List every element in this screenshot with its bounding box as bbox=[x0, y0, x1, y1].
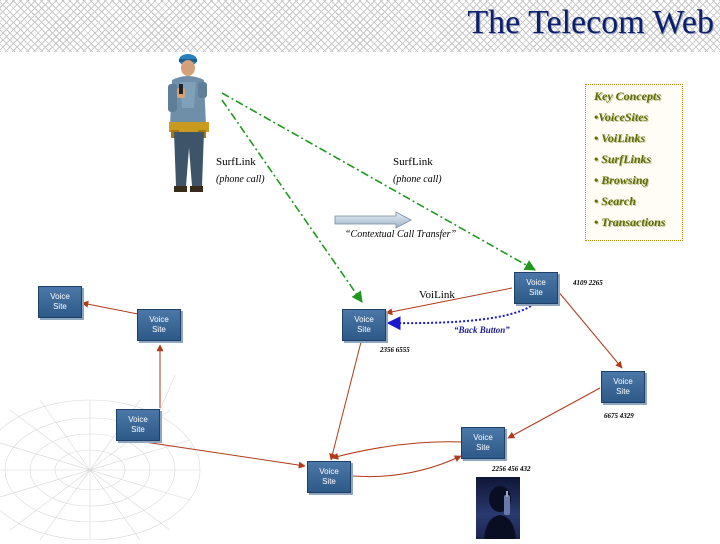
header-pattern-band bbox=[0, 0, 720, 52]
back-button-label: “Back Button” bbox=[454, 325, 510, 335]
link-arrow-d-to-e bbox=[137, 440, 306, 469]
phone-user-photo bbox=[476, 477, 520, 539]
voice-site-label: Voice bbox=[354, 315, 374, 324]
voice-site-label: Site bbox=[529, 288, 543, 297]
globe-grid-decoration bbox=[0, 374, 201, 540]
voice-site-node[interactable]: Voice Site bbox=[116, 409, 160, 441]
voice-site-node[interactable]: Voice Site bbox=[601, 371, 645, 403]
voilink-label: VoiLink bbox=[419, 289, 455, 301]
key-concept-item: • VoiLinks bbox=[594, 131, 646, 145]
key-concepts-heading: Key Concepts bbox=[594, 89, 661, 103]
surflink-arrow-right bbox=[221, 92, 536, 271]
contextual-transfer-arrow bbox=[334, 211, 412, 229]
voice-site-label: Voice bbox=[50, 292, 70, 301]
field-worker-icon bbox=[168, 54, 209, 192]
key-concept-item: • Browsing bbox=[594, 173, 649, 187]
page-title: The Telecom Web bbox=[467, 4, 714, 41]
voice-site-label: Voice bbox=[613, 377, 633, 386]
voice-site-node[interactable]: Voice Site bbox=[342, 309, 386, 341]
key-concept-item: •VoiceSites bbox=[594, 110, 649, 124]
phone-number-label: 2356 6555 bbox=[380, 346, 410, 354]
voice-site-label: Voice bbox=[473, 433, 493, 442]
voice-site-node[interactable]: Voice Site bbox=[38, 286, 82, 318]
key-concepts-box: Key Concepts •VoiceSites • VoiLinks • Su… bbox=[585, 84, 683, 241]
voice-site-node[interactable]: Voice Site bbox=[514, 272, 558, 304]
phone-number-label: 6675 4329 bbox=[604, 412, 634, 420]
link-arrow-c-to-e bbox=[329, 341, 362, 461]
voice-site-label: Site bbox=[357, 325, 371, 334]
link-arrow-g-to-h bbox=[507, 387, 601, 439]
voice-site-node[interactable]: Voice Site bbox=[461, 427, 505, 459]
key-concept-item: • Transactions bbox=[594, 215, 666, 229]
voice-site-label: Site bbox=[53, 302, 67, 311]
back-button-arrow bbox=[386, 300, 538, 331]
voice-site-label: Site bbox=[476, 443, 490, 452]
voilink-arrow bbox=[385, 287, 513, 316]
link-arrow-f-to-a bbox=[81, 300, 139, 315]
link-arrow-h-to-e bbox=[331, 441, 462, 460]
surflink-right-label: SurfLink bbox=[393, 156, 433, 168]
voice-site-label: Site bbox=[131, 425, 145, 434]
contextual-transfer-label: “Contextual Call Transfer” bbox=[345, 229, 457, 240]
voice-site-label: Voice bbox=[526, 278, 546, 287]
surflink-arrow-left bbox=[221, 99, 363, 303]
surflink-left-label: SurfLink bbox=[216, 156, 256, 168]
voice-site-node[interactable]: Voice Site bbox=[307, 461, 351, 493]
phone-number-label: 2256 456 432 bbox=[492, 465, 531, 473]
voice-site-label: Voice bbox=[128, 415, 148, 424]
surflink-left-sublabel: (phone call) bbox=[216, 174, 265, 185]
voice-site-label: Site bbox=[616, 387, 630, 396]
link-arrow-b-to-g bbox=[556, 289, 623, 369]
voice-site-label: Voice bbox=[149, 315, 169, 324]
voice-site-label: Voice bbox=[319, 467, 339, 476]
key-concept-item: • Search bbox=[594, 194, 636, 208]
surflink-right-sublabel: (phone call) bbox=[393, 174, 442, 185]
key-concept-item: • SurfLinks bbox=[594, 152, 652, 166]
voice-site-label: Site bbox=[152, 325, 166, 334]
phone-number-label: 4109 2265 bbox=[573, 279, 603, 287]
link-arrow-e-to-h bbox=[352, 455, 462, 478]
voice-site-label: Site bbox=[322, 477, 336, 486]
voice-site-node[interactable]: Voice Site bbox=[137, 309, 181, 341]
